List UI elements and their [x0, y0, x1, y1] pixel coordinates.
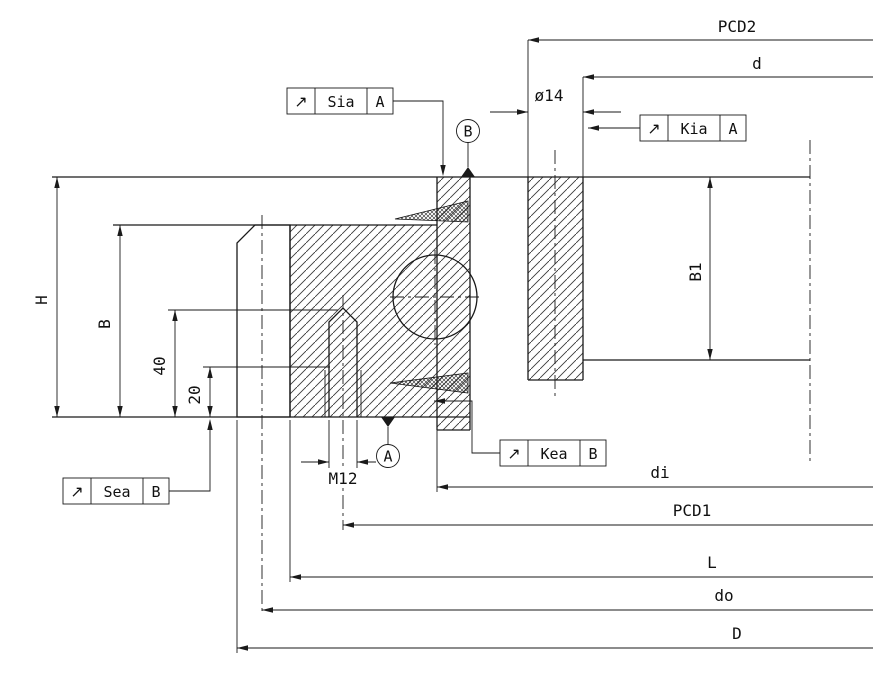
outer-ring-section [528, 177, 583, 380]
label-do: do [714, 586, 733, 605]
label-dia14: ø14 [535, 86, 564, 105]
dim40-line [168, 309, 338, 417]
runout-arrow-icon: ↗ [294, 92, 307, 111]
label-pcd1: PCD1 [673, 501, 712, 520]
runout-arrow-icon: ↗ [647, 119, 660, 138]
fcf-sea: ↗ Sea B [62, 477, 170, 505]
datum-a: A [376, 417, 400, 468]
label-b: B [95, 319, 114, 329]
seals [389, 200, 469, 394]
label-di: di [650, 463, 669, 482]
datum-a-letter: A [383, 448, 392, 466]
di-dim-line [436, 430, 873, 492]
fcf-kea: ↗ Kea B [499, 439, 607, 467]
chamfered-flange-block [236, 224, 291, 418]
sia-leader [393, 100, 444, 166]
datum-stems [387, 142, 469, 445]
d-dim-line [582, 76, 873, 177]
fcf-sia: ↗ Sia A [286, 87, 394, 115]
label-D: D [732, 624, 742, 643]
fcf-sea-label: Sea [103, 483, 130, 501]
sea-leader [169, 430, 211, 492]
fcf-sea-datum: B [151, 483, 160, 501]
l-dim-line [289, 420, 873, 582]
datum-b: B [456, 119, 480, 177]
label-pcd2: PCD2 [718, 17, 757, 36]
fcf-kia-label: Kia [680, 120, 707, 138]
arrowheads [54, 37, 713, 651]
inner-ring-section [290, 225, 437, 417]
fcf-kia-datum: A [728, 120, 737, 138]
m12-label-backing [320, 470, 366, 487]
fcf-sia-datum: A [375, 93, 384, 111]
label-h: H [32, 295, 51, 305]
part-edges [52, 176, 810, 431]
kea-leader [434, 400, 500, 454]
thread-lines [324, 370, 362, 417]
fcf-kea-datum: B [588, 445, 597, 463]
fcf-kia: ↗ Kia A [639, 114, 747, 142]
label-l: L [707, 553, 717, 572]
label-d: d [752, 54, 762, 73]
lower-seal [389, 372, 469, 394]
centerlines [261, 140, 811, 613]
D-dim-line [236, 420, 873, 653]
label-40: 40 [150, 356, 169, 375]
runout-arrow-icon: ↗ [507, 444, 520, 463]
label-b1: B1 [686, 262, 705, 281]
fcf-kea-label: Kea [540, 445, 567, 463]
upper-seal [394, 200, 469, 223]
pcd2-dim-line [527, 39, 873, 177]
m12-dim-lines [301, 420, 376, 468]
label-20: 20 [185, 385, 204, 404]
dimension-labels: PCD2 d ø14 B1 H B 40 20 M12 di PCD1 L do… [32, 17, 762, 643]
fcf-sia-label: Sia [327, 93, 354, 111]
runout-arrow-icon: ↗ [70, 482, 83, 501]
dimension-lines [56, 39, 873, 653]
datum-b-letter: B [463, 123, 472, 141]
label-m12: M12 [329, 469, 358, 488]
